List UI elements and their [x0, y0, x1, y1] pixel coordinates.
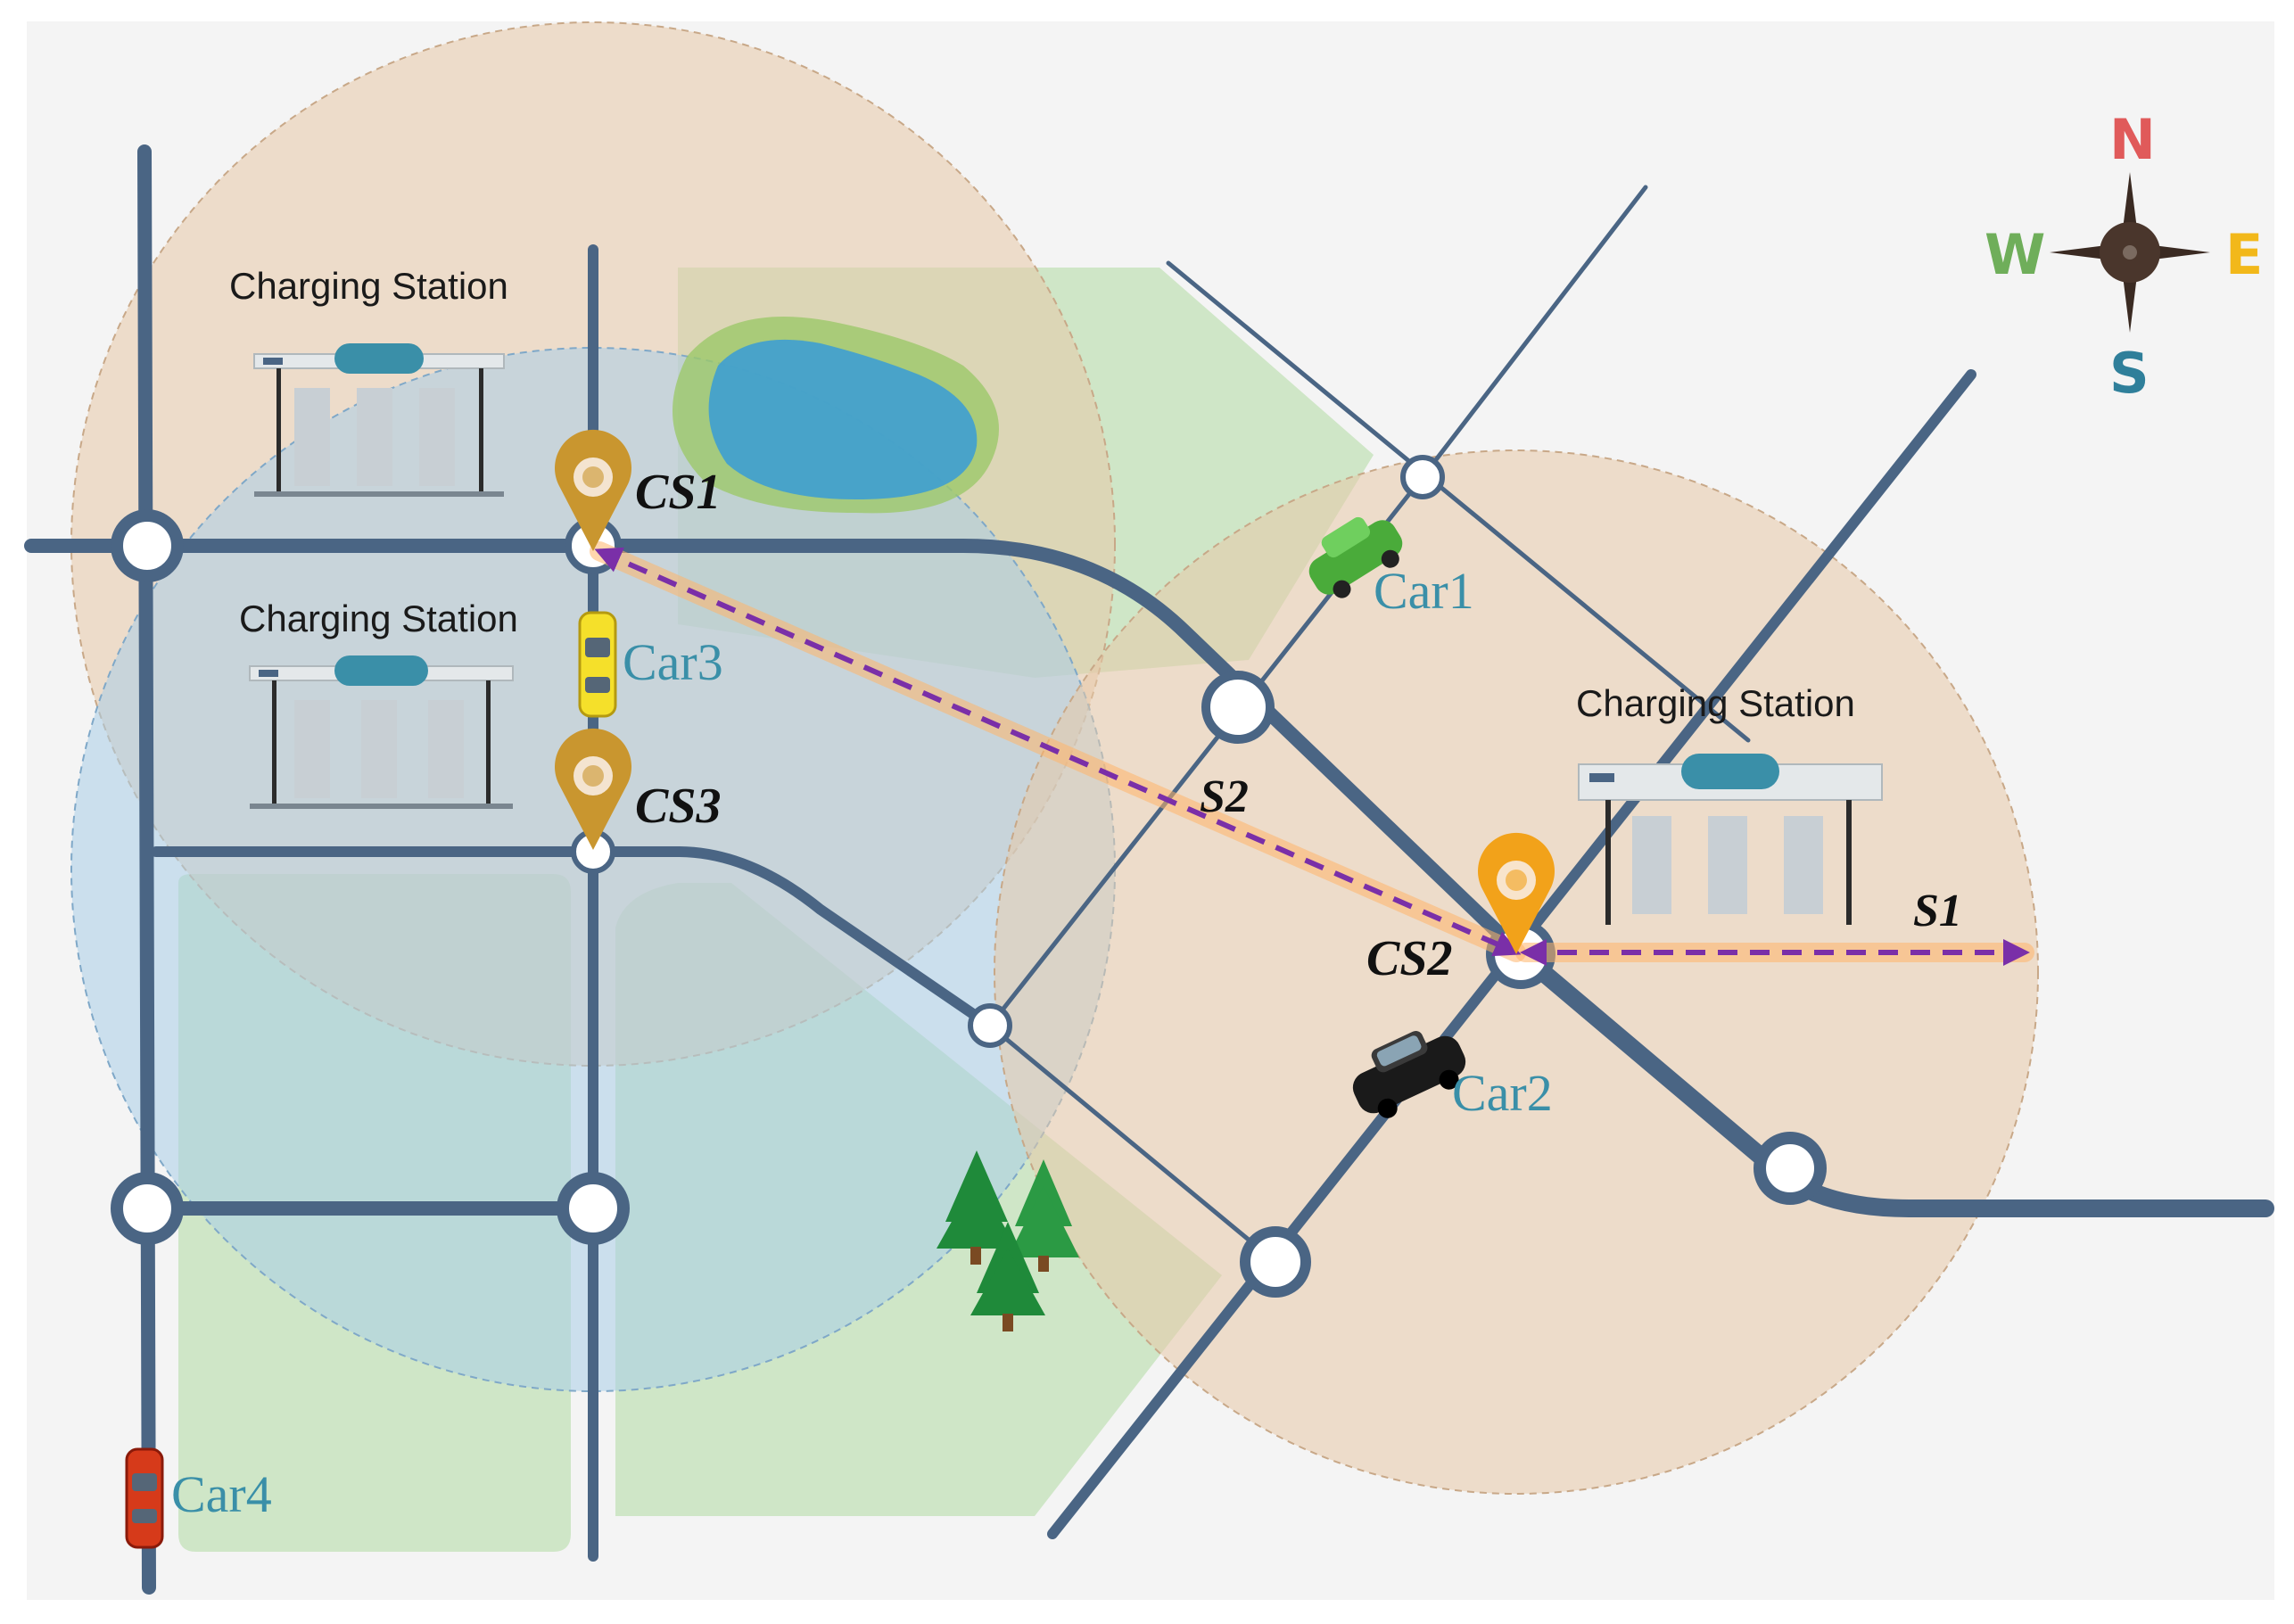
distance-arrows	[590, 541, 2034, 966]
cs2-station-title: Charging Station	[1576, 682, 1855, 724]
intersection-node	[111, 509, 184, 582]
compass-east-label: E	[2225, 222, 2263, 287]
compass-south-label: S	[2109, 341, 2150, 406]
car2-label: Car2	[1452, 1064, 1553, 1122]
road-diagonal-nw-se	[1166, 260, 1751, 743]
cs3-label: CS3	[635, 779, 722, 834]
road-diagonal-north	[1420, 185, 1648, 480]
road-link-south	[987, 1023, 1278, 1265]
s1-distance-label: S1	[1913, 886, 1962, 936]
road-west-vertical	[137, 144, 156, 1595]
s2-distance-label: S2	[1200, 771, 1249, 822]
s2-distance-arrow	[594, 547, 1522, 957]
compass-north-label: N	[2109, 107, 2156, 172]
car3-icon	[578, 611, 617, 718]
cs2-label: CS2	[1366, 931, 1453, 986]
compass-rose-icon	[2050, 172, 2210, 333]
cs2-location-pin	[1478, 832, 1555, 954]
car2-icon	[1352, 1031, 1466, 1118]
intersection-node	[1201, 671, 1275, 744]
car1-icon	[1308, 516, 1403, 598]
cs1-station-title: Charging Station	[229, 265, 508, 307]
lake	[673, 317, 999, 514]
car1-label: Car1	[1374, 562, 1474, 620]
cs3-location-pin	[555, 728, 631, 850]
car4-label: Car4	[171, 1465, 272, 1523]
cs1-location-pin	[555, 429, 631, 551]
intersection-node	[1240, 1226, 1311, 1298]
intersection-node	[111, 1172, 184, 1245]
car4-icon	[125, 1447, 164, 1549]
trees-icon	[937, 1150, 1079, 1331]
charging-station-icon	[1578, 754, 1883, 925]
car3-label: Car3	[623, 633, 723, 691]
intersection-node	[557, 1172, 630, 1245]
cs1-label: CS1	[635, 465, 722, 520]
intersection-node	[968, 1003, 1012, 1048]
intersection-node	[1754, 1132, 1827, 1205]
charging-station-icon	[249, 655, 514, 809]
charging-station-icon	[253, 343, 505, 497]
intersection-node	[1400, 455, 1445, 499]
lake-water	[708, 339, 978, 499]
cs3-station-title: Charging Station	[239, 598, 518, 639]
compass-west-label: W	[1985, 222, 2045, 287]
